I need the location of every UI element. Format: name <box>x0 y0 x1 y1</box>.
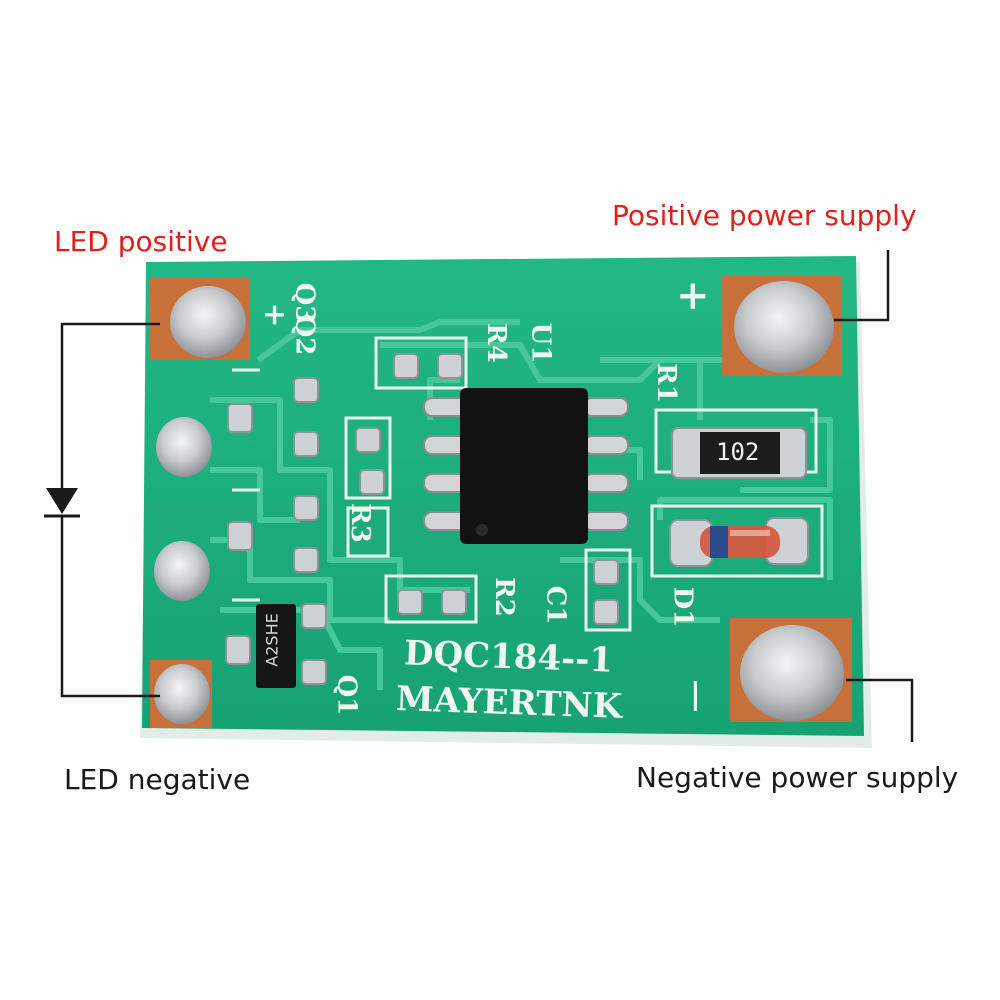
silk-r2: R2 <box>488 577 519 617</box>
silk-q2: Q2 <box>289 314 320 356</box>
silk-q1: Q1 <box>331 674 362 716</box>
label-negative-power-supply: Negative power supply <box>636 761 959 794</box>
led-diode-symbol <box>44 488 80 518</box>
silk-r4: R4 <box>480 323 511 363</box>
power-annotation-lines <box>834 250 914 742</box>
label-positive-power-supply: Positive power supply <box>612 199 917 232</box>
silk-d1: D1 <box>667 586 698 628</box>
silk-r3: R3 <box>344 503 375 543</box>
silk-u1: U1 <box>525 322 556 364</box>
silk-model: DQC184--1 <box>403 633 614 681</box>
resistor-code: 102 <box>716 438 760 466</box>
silk-c1: C1 <box>540 585 571 625</box>
silk-maker: MAYERTNK <box>395 679 623 727</box>
label-led-positive: LED positive <box>54 225 228 258</box>
chip-u1 <box>423 388 629 544</box>
silk-plus-sign: + <box>262 297 288 332</box>
resistor-r1 <box>671 427 807 479</box>
label-led-negative: LED negative <box>64 763 251 796</box>
smd-pads <box>225 353 619 685</box>
silk-minus-sign: | <box>690 677 701 712</box>
silk-r1: R1 <box>650 363 681 403</box>
silk-plus-sign-right: + <box>676 272 710 319</box>
transistor-marking: A2SHE <box>262 613 282 667</box>
led-annotation-lines <box>60 322 160 698</box>
solder-joints <box>154 281 844 724</box>
transistor-q1 <box>256 604 296 688</box>
diode-d1 <box>669 517 809 567</box>
